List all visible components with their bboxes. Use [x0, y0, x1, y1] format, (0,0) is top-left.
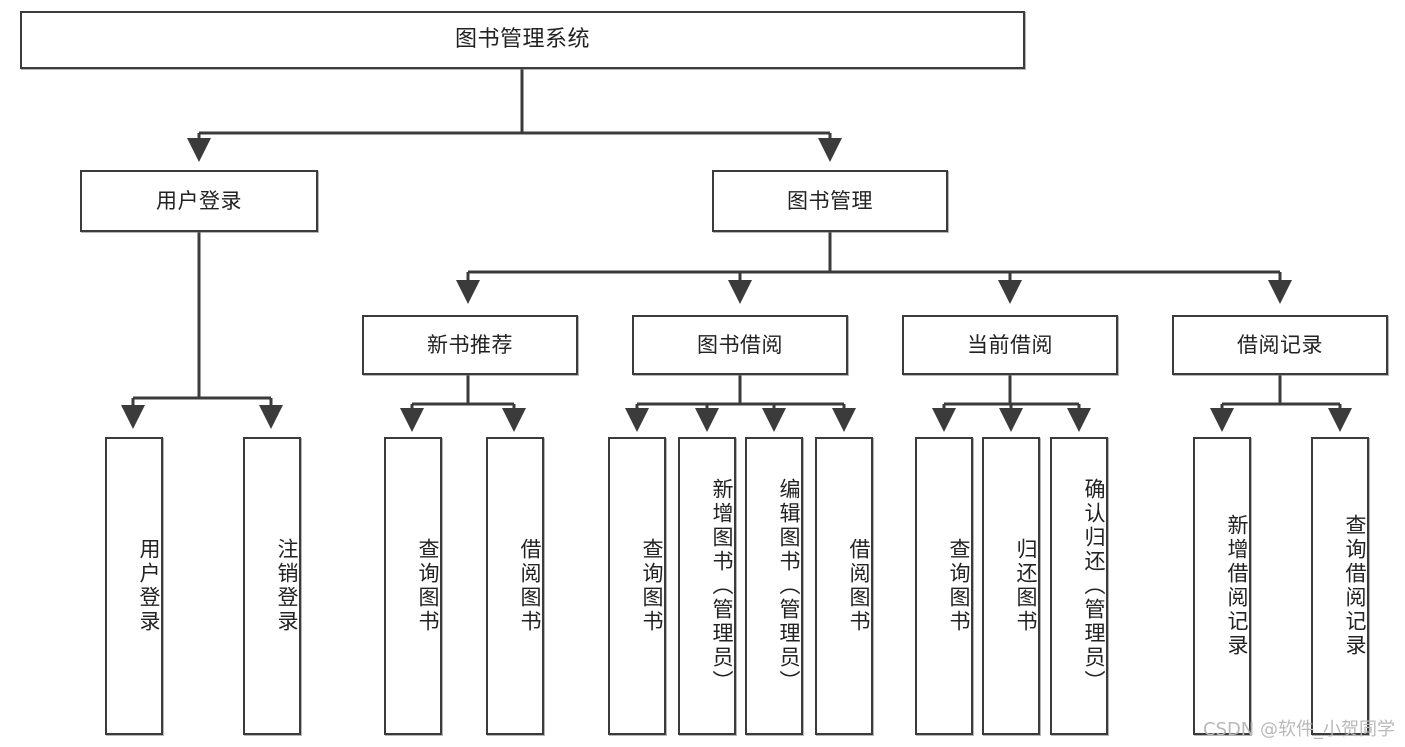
- node-label: 归还图书: [1014, 538, 1038, 634]
- node-label: 图书借阅: [697, 332, 783, 357]
- node-leaf-edit-book-admin[interactable]: 编辑图书（管理员）: [745, 437, 803, 735]
- node-label: 查询图书: [640, 538, 664, 634]
- node-book-borrow[interactable]: 图书借阅: [632, 315, 848, 375]
- node-new-book-recommend[interactable]: 新书推荐: [362, 315, 578, 375]
- node-leaf-add-borrow-record[interactable]: 新增借阅记录: [1193, 437, 1251, 735]
- watermark: CSDN @软件_小贺同学: [1202, 719, 1395, 740]
- node-leaf-borrow-book-2[interactable]: 借阅图书: [815, 437, 873, 735]
- node-leaf-add-book-admin[interactable]: 新增图书（管理员）: [678, 437, 736, 735]
- node-label: 当前借阅: [967, 332, 1053, 357]
- node-label: 用户登录: [156, 188, 242, 213]
- node-label: 注销登录: [275, 538, 299, 634]
- node-label: 新增借阅记录: [1225, 514, 1249, 658]
- node-label: 用户登录: [137, 538, 161, 634]
- node-label: 查询图书: [416, 538, 440, 634]
- node-label: 新增图书（管理员）: [710, 478, 734, 694]
- node-label: 编辑图书（管理员）: [777, 478, 801, 694]
- node-label: 查询图书: [947, 538, 971, 634]
- node-leaf-query-book-2[interactable]: 查询图书: [608, 437, 666, 735]
- node-label: 确认归还（管理员）: [1082, 478, 1106, 694]
- node-label: 图书管理: [787, 188, 873, 213]
- node-leaf-query-book-3[interactable]: 查询图书: [915, 437, 973, 735]
- node-user-login[interactable]: 用户登录: [80, 170, 318, 232]
- node-leaf-confirm-return-admin[interactable]: 确认归还（管理员）: [1050, 437, 1108, 735]
- node-label: 借阅图书: [518, 538, 542, 634]
- node-leaf-borrow-book-1[interactable]: 借阅图书: [486, 437, 544, 735]
- node-root-system[interactable]: 图书管理系统: [20, 11, 1025, 69]
- node-leaf-query-book-1[interactable]: 查询图书: [384, 437, 442, 735]
- node-leaf-logout-login[interactable]: 注销登录: [243, 437, 301, 735]
- node-label: 借阅图书: [847, 538, 871, 634]
- node-book-management[interactable]: 图书管理: [712, 170, 948, 232]
- node-label: 新书推荐: [427, 332, 513, 357]
- node-leaf-query-borrow-record[interactable]: 查询借阅记录: [1311, 437, 1369, 735]
- node-leaf-return-book[interactable]: 归还图书: [982, 437, 1040, 735]
- node-borrow-record[interactable]: 借阅记录: [1172, 315, 1388, 375]
- node-label: 借阅记录: [1237, 332, 1323, 357]
- node-current-borrow[interactable]: 当前借阅: [902, 315, 1118, 375]
- node-label: 查询借阅记录: [1343, 514, 1367, 658]
- node-leaf-user-login[interactable]: 用户登录: [105, 437, 163, 735]
- node-label: 图书管理系统: [454, 27, 590, 53]
